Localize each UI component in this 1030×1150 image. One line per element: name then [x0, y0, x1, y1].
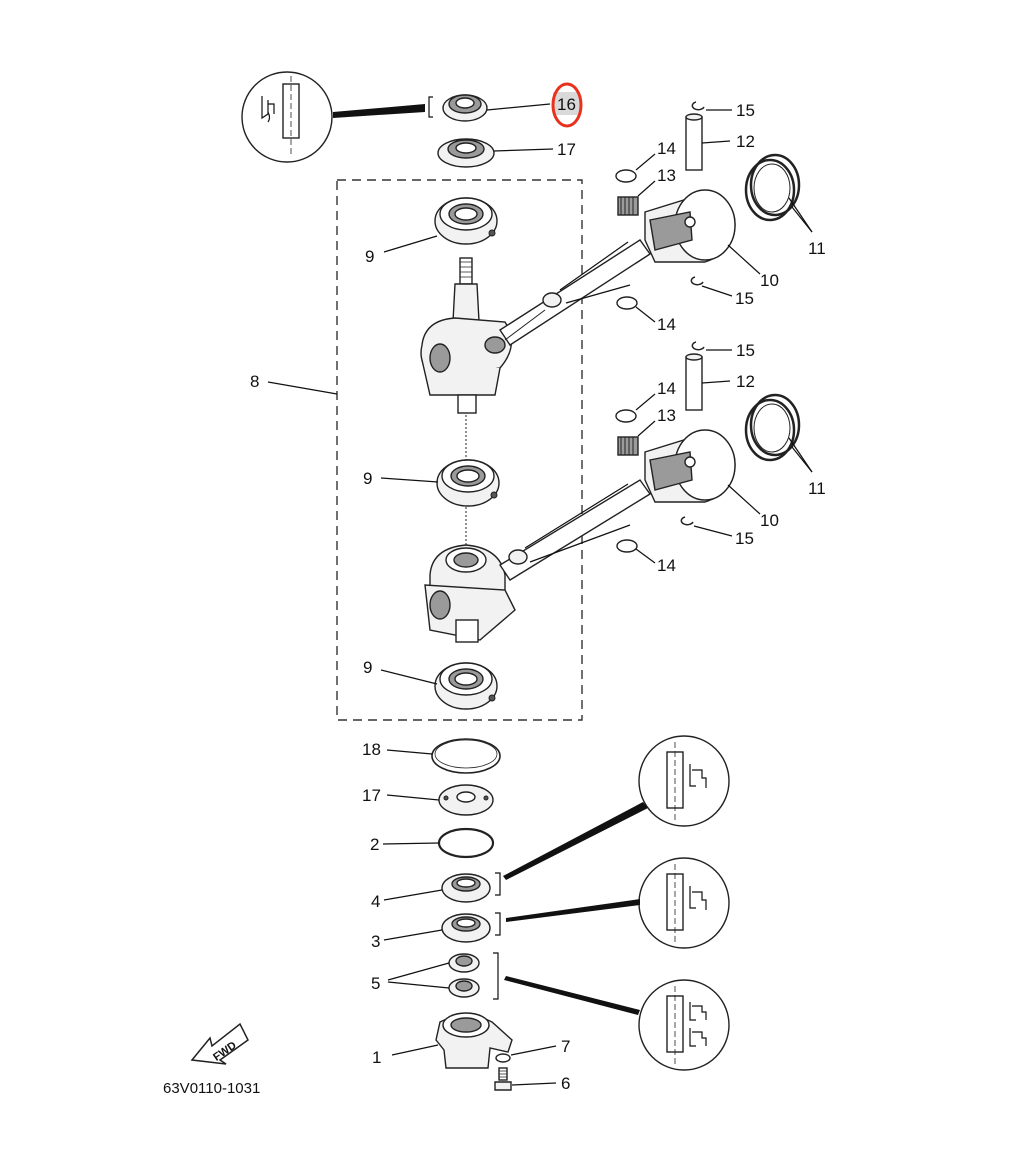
part-number-13-a: 13 — [657, 166, 676, 185]
part-number-9-bottom: 9 — [363, 658, 372, 677]
needle-bearing-13-lower — [617, 436, 639, 456]
piston-rings-11-lower — [744, 393, 801, 462]
bearing-9-bottom — [434, 662, 498, 710]
crankshaft-lower — [424, 544, 516, 643]
part-number-17-top: 17 — [557, 140, 576, 159]
washer-14-b — [616, 296, 638, 310]
part-number-13-b: 13 — [657, 406, 676, 425]
bearing-9-top — [434, 197, 498, 245]
piston-pin-12-lower — [685, 353, 703, 411]
crankshaft-upper — [420, 257, 513, 414]
part-number-1: 1 — [372, 1048, 381, 1067]
part-number-12-lower: 12 — [736, 372, 755, 391]
oil-seal-16 — [442, 94, 488, 122]
washer-7 — [495, 1053, 511, 1063]
part-number-14-a: 14 — [657, 139, 676, 158]
part-number-3: 3 — [371, 932, 380, 951]
oil-seal-5-lower — [448, 978, 480, 998]
part-number-14-d: 14 — [657, 556, 676, 575]
connecting-rod-lower — [499, 479, 652, 581]
part-number-10-lower: 10 — [760, 511, 779, 530]
o-ring-2 — [437, 827, 495, 859]
part-number-12-upper: 12 — [736, 132, 755, 151]
detail-callout-top — [241, 71, 433, 163]
part-number-15-c: 15 — [736, 341, 755, 360]
clip-15-a — [691, 101, 705, 111]
washer-14-a — [615, 169, 637, 183]
part-number-7: 7 — [561, 1037, 570, 1056]
part-number-9-middle: 9 — [363, 469, 372, 488]
part-number-11-upper: 11 — [808, 239, 826, 258]
clip-15-d — [680, 516, 694, 526]
lower-housing-1 — [435, 1012, 513, 1069]
oil-seal-4 — [441, 873, 491, 903]
clip-15-c — [691, 341, 705, 351]
part-number-14-b: 14 — [657, 315, 676, 334]
fwd-arrow-icon: FWD — [190, 1022, 249, 1065]
part-number-6: 6 — [561, 1074, 570, 1093]
part-number-2: 2 — [370, 835, 379, 854]
red-highlight-circle — [551, 82, 583, 128]
seal-17-top — [437, 138, 495, 168]
part-number-15-d: 15 — [735, 529, 754, 548]
detail-callout-seal-3 — [506, 857, 730, 949]
piston-10-lower — [644, 429, 736, 503]
part-number-10-upper: 10 — [760, 271, 779, 290]
clip-15-b — [690, 276, 704, 286]
gasket-18 — [431, 738, 501, 774]
connecting-rod-upper — [499, 239, 651, 346]
part-number-16: 16 — [557, 95, 576, 114]
piston-pin-12-upper — [685, 113, 703, 171]
part-number-5: 5 — [371, 974, 380, 993]
bolt-6 — [494, 1067, 512, 1091]
highlight-box-16 — [553, 92, 580, 115]
oil-seal-3 — [441, 913, 491, 943]
crankshaft-assembly-box — [336, 179, 583, 721]
piston-rings-11-upper — [744, 153, 801, 222]
part-number-4: 4 — [371, 892, 380, 911]
washer-14-c — [615, 409, 637, 423]
oil-seal-5-upper — [448, 953, 480, 973]
detail-callout-seals-5 — [504, 976, 730, 1071]
washer-14-d — [616, 539, 638, 553]
part-number-9-top: 9 — [365, 247, 374, 266]
part-number-15-a: 15 — [736, 101, 755, 120]
bearing-9-middle — [436, 459, 500, 507]
needle-bearing-13-upper — [617, 196, 639, 216]
part-number-11-lower: 11 — [808, 479, 826, 498]
part-number-8: 8 — [250, 372, 259, 391]
piston-10-upper — [644, 189, 736, 263]
part-number-14-c: 14 — [657, 379, 676, 398]
seal-17-bottom — [438, 784, 494, 816]
part-number-17-bottom: 17 — [362, 786, 381, 805]
part-number-18: 18 — [362, 740, 381, 759]
part-number-15-b: 15 — [735, 289, 754, 308]
detail-callout-seal-4 — [503, 735, 730, 880]
figure-code: 63V0110-1031 — [163, 1080, 260, 1097]
